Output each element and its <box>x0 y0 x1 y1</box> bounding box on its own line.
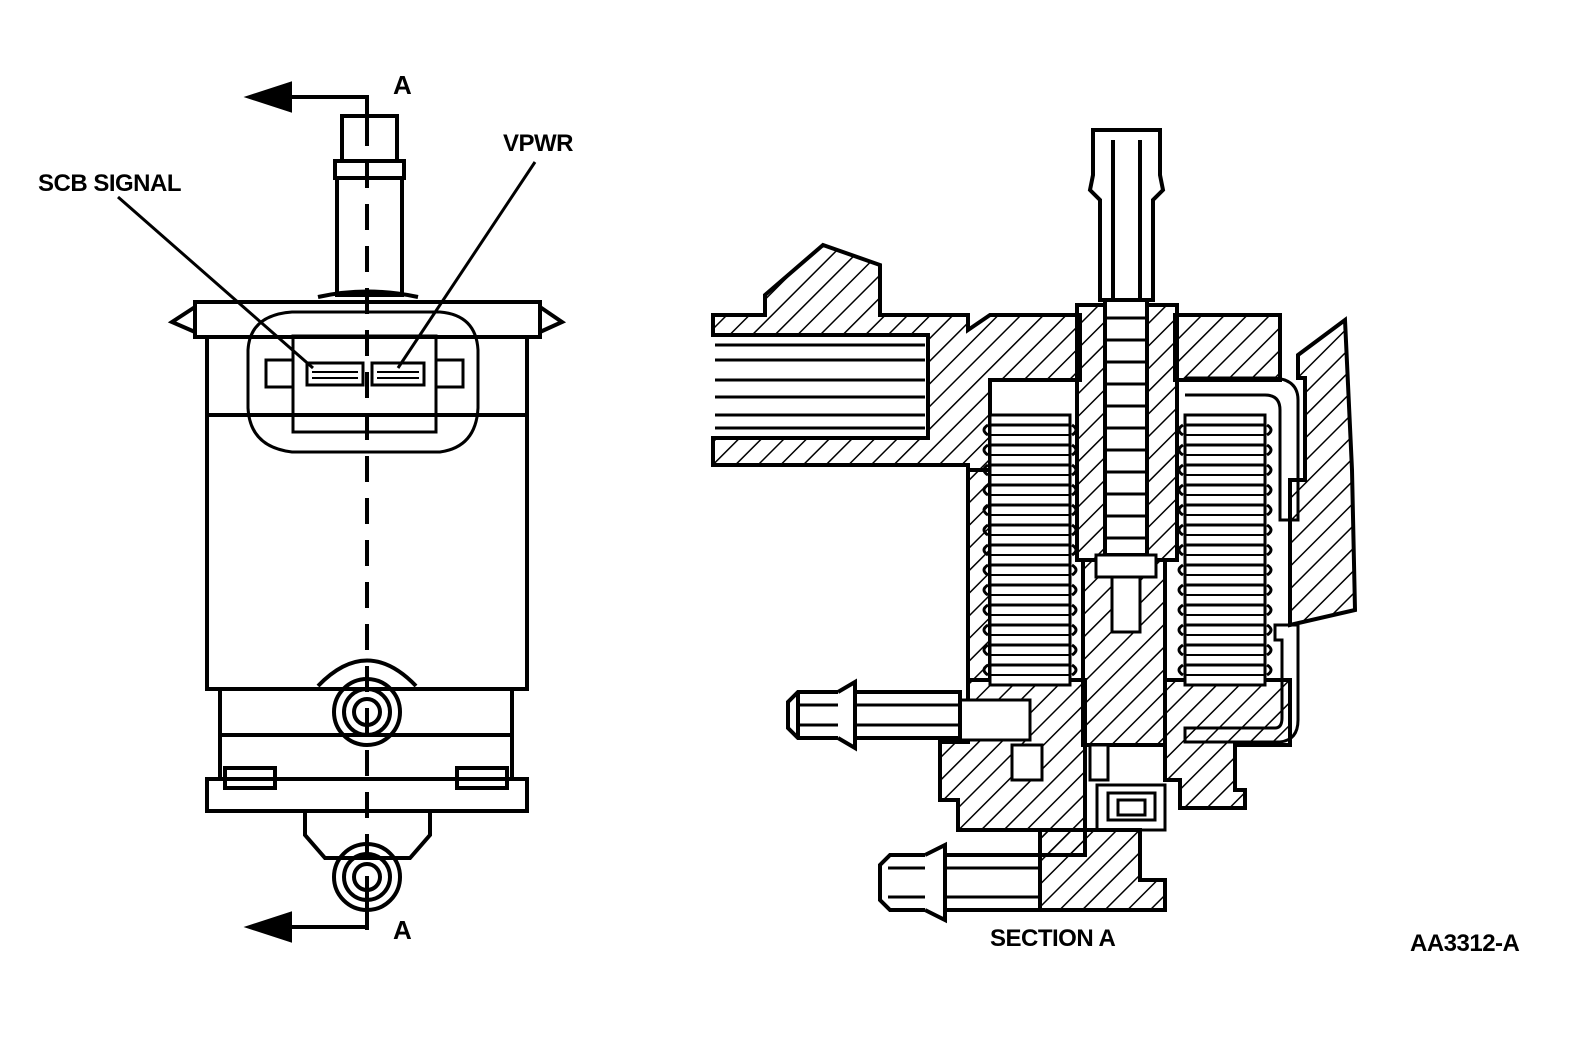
figure-code: AA3312-A <box>1410 930 1520 957</box>
section-marker-bottom: A <box>393 915 412 945</box>
coil-winding-right <box>1177 413 1273 687</box>
plunger-detail <box>958 553 1167 832</box>
exterior-view <box>117 81 567 943</box>
section-view <box>711 128 1358 924</box>
lower-housing <box>205 658 529 912</box>
coil-winding-left <box>982 413 1078 687</box>
scb-signal-label: SCB SIGNAL <box>38 170 182 197</box>
vpwr-label: VPWR <box>503 130 574 157</box>
housing-right-shell <box>1288 316 1358 628</box>
bottom-vacuum-port <box>878 841 1042 924</box>
electrical-connector <box>246 310 480 454</box>
scb-terminal <box>305 361 365 387</box>
housing-lower-right <box>1163 678 1292 810</box>
section-arrow-bottom <box>243 900 369 943</box>
section-arrow-top <box>243 81 369 133</box>
connector-pins <box>715 343 925 430</box>
side-vacuum-port <box>786 678 962 752</box>
scb-leader-line <box>117 195 314 370</box>
section-top-port <box>1087 128 1166 302</box>
section-title: SECTION A <box>990 925 1116 952</box>
section-marker-top: A <box>393 70 412 100</box>
bottom-outlet-body <box>1038 828 1167 912</box>
vpwr-terminal <box>370 361 426 387</box>
coil-lead-wire <box>1185 376 1300 522</box>
vpwr-leader-line <box>396 161 537 369</box>
inner-spring <box>1105 316 1147 540</box>
housing-right-top <box>1173 313 1282 382</box>
